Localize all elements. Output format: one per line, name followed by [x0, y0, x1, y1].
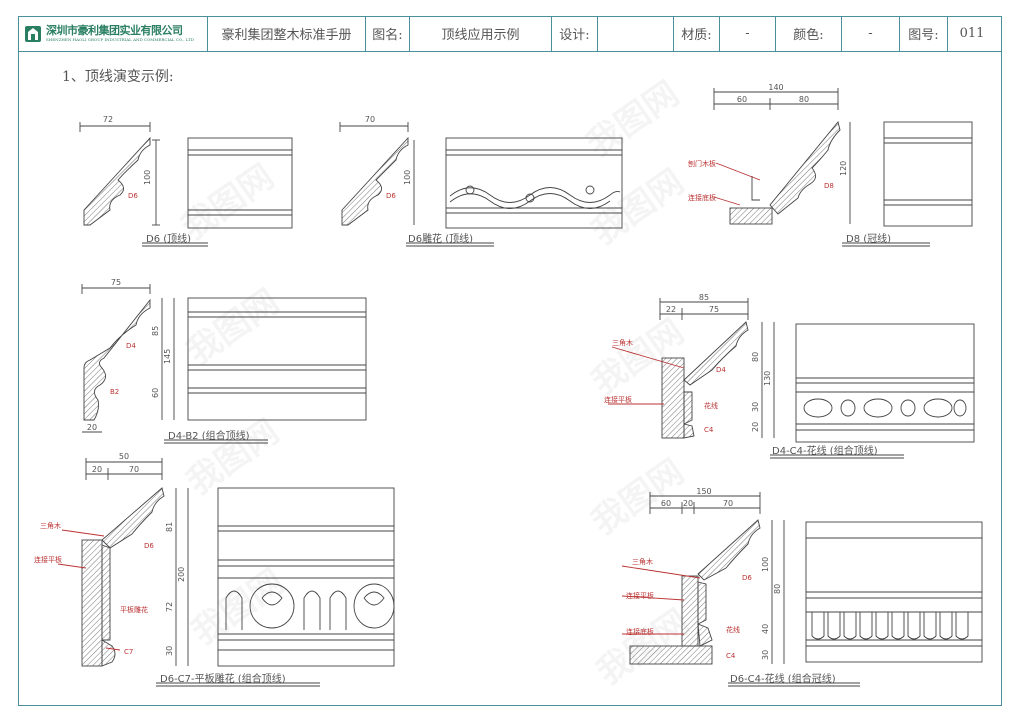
- detail-d6-c7: [57, 458, 395, 687]
- company-logo-cell: 深圳市豪利集团实业有限公司 SHENZHEN HAOLI GROUP INDUS…: [18, 16, 208, 51]
- flower-band: [803, 398, 967, 418]
- part-label: 刨门木板: [688, 159, 716, 168]
- dim-label: 60: [151, 388, 160, 398]
- detail-d6-c4-crown: [621, 492, 983, 687]
- part-label: 连接底板: [626, 627, 654, 636]
- fig-name: 顶线应用示例: [410, 16, 552, 51]
- part-label: 连接平板: [604, 395, 632, 404]
- part-label: 连接平板: [626, 591, 654, 600]
- part-label: C4: [726, 652, 736, 660]
- detail-caption: D6-C4-花线 (组合冠线): [730, 672, 836, 685]
- fig-no-label: 图号:: [900, 16, 948, 51]
- dim-label: 85: [151, 326, 160, 336]
- fig-no-value: 011: [959, 26, 985, 41]
- dim-label: 72: [103, 115, 113, 124]
- dim-label: 30: [761, 650, 770, 660]
- dim-label: 150: [696, 487, 711, 496]
- dim-label: 40: [761, 624, 770, 634]
- dim-label: 80: [751, 352, 760, 362]
- carved-panel: [225, 583, 395, 630]
- detail-caption: D6 (顶线): [146, 232, 191, 245]
- title-block: 深圳市豪利集团实业有限公司 SHENZHEN HAOLI GROUP INDUS…: [18, 16, 1002, 52]
- dim-label: 120: [839, 161, 848, 176]
- dim-label: 30: [165, 646, 174, 656]
- manual-title: 豪利集团整木标准手册: [208, 16, 366, 51]
- detail-caption: D4-C4-花线 (组合顶线): [772, 444, 878, 457]
- detail-caption: D6雕花 (顶线): [408, 232, 473, 245]
- dim-label: 60: [737, 95, 747, 104]
- dim-label: 22: [666, 305, 676, 314]
- dim-label: 75: [111, 278, 121, 287]
- detail-d8: [713, 88, 973, 247]
- dim-label: 130: [763, 371, 772, 386]
- part-label: D6: [128, 192, 138, 200]
- part-label: D4: [716, 366, 726, 374]
- drawing-frame: [18, 16, 1002, 706]
- part-label: D4: [126, 342, 136, 350]
- detail-caption: D4-B2 (组合顶线): [168, 429, 250, 442]
- part-label: D8: [824, 182, 834, 190]
- part-label: 三角木: [40, 521, 61, 530]
- part-label: B2: [110, 388, 119, 396]
- company-logo-icon: [25, 25, 41, 42]
- part-label: C7: [124, 648, 133, 656]
- design-label: 设计:: [552, 16, 598, 51]
- dim-label: 70: [723, 499, 733, 508]
- dim-label: 80: [799, 95, 809, 104]
- detail-d6-carved: [339, 122, 623, 247]
- dim-label: 80: [773, 584, 782, 594]
- dim-label: 20: [751, 422, 760, 432]
- fig-name-label: 图名:: [366, 16, 410, 51]
- detail-d6: [79, 122, 293, 247]
- flute-band: [811, 612, 969, 640]
- section-title: 1、顶线演变示例:: [62, 69, 174, 85]
- part-label: C4: [704, 426, 714, 434]
- part-label: 连接底板: [688, 193, 716, 202]
- dim-label: 75: [709, 305, 719, 314]
- dim-label: 30: [751, 402, 760, 412]
- color-value: -: [842, 16, 900, 51]
- detail-d4-c4: [608, 298, 975, 459]
- material-value: -: [720, 16, 776, 51]
- part-label: 三角木: [612, 338, 633, 347]
- design-value: [598, 16, 674, 51]
- dim-label: 60: [661, 499, 671, 508]
- part-label: 三角木: [632, 557, 653, 566]
- dim-label: 100: [761, 557, 770, 572]
- dim-label: 200: [177, 567, 186, 582]
- color-label: 颜色:: [776, 16, 842, 51]
- part-label: 花线: [704, 401, 718, 410]
- part-label: 花线: [726, 625, 740, 634]
- company-name: 深圳市豪利集团实业有限公司: [46, 24, 183, 37]
- detail-caption: D8 (冠线): [846, 232, 891, 245]
- part-label: 平板雕花: [120, 605, 148, 614]
- dim-label: 50: [119, 452, 129, 461]
- part-label: D6: [144, 542, 154, 550]
- dim-label: 70: [365, 115, 375, 124]
- dim-label: 20: [683, 499, 693, 508]
- dim-label: 81: [165, 522, 174, 532]
- dim-label: 20: [87, 423, 97, 432]
- dim-label: 140: [768, 83, 783, 92]
- part-label: D6: [386, 192, 396, 200]
- dim-label: 100: [143, 170, 152, 185]
- dim-label: 70: [129, 465, 139, 474]
- material-label: 材质:: [674, 16, 720, 51]
- dim-label: 85: [699, 293, 709, 302]
- part-label: 连接平板: [34, 555, 62, 564]
- detail-d4-b2: [81, 284, 367, 444]
- dim-label: 145: [163, 349, 172, 364]
- detail-caption: D6-C7-平板雕花 (组合顶线): [160, 672, 286, 685]
- dim-label: 100: [403, 170, 412, 185]
- part-label: D6: [742, 574, 752, 582]
- dim-label: 72: [165, 602, 174, 612]
- dim-label: 20: [92, 465, 102, 474]
- company-name-en: SHENZHEN HAOLI GROUP INDUSTRIAL AND COMM…: [46, 37, 194, 42]
